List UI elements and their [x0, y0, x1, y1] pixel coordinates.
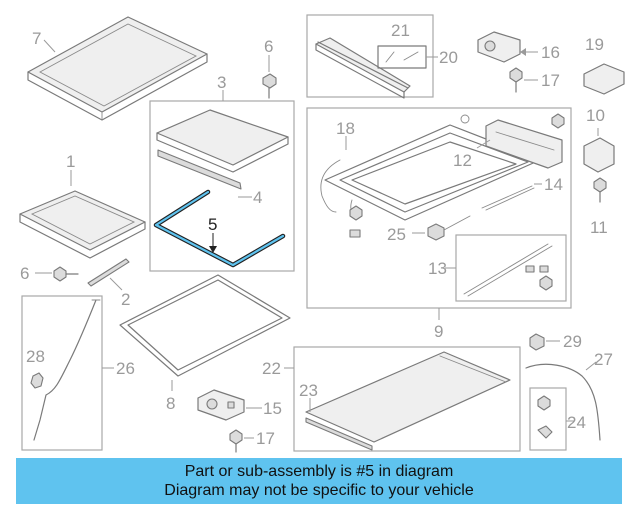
callout-28: 28 [26, 347, 45, 366]
assembly-box-26 [21, 295, 103, 451]
callout-15: 15 [263, 399, 282, 418]
callout-16: 16 [541, 43, 560, 62]
callout-18: 18 [336, 119, 355, 138]
part-27-hose [525, 363, 601, 441]
callout-13: 13 [428, 259, 447, 278]
callout-22: 22 [262, 359, 281, 378]
part-17-screw-top [509, 67, 523, 93]
banner-line-1: Part or sub-assembly is #5 in diagram [184, 463, 454, 480]
part-2-strip [87, 258, 130, 287]
callout-17-top: 17 [541, 71, 560, 90]
info-banner: Part or sub-assembly is #5 in diagram Di… [16, 458, 622, 504]
callout-1: 1 [66, 152, 75, 171]
callout-6-left: 6 [20, 264, 29, 283]
assembly-box-24 [529, 387, 567, 451]
part-11-screw [593, 177, 607, 203]
part-15-motor [197, 389, 245, 421]
part-17-screw-bottom [229, 429, 243, 453]
part-14-cable [481, 185, 533, 209]
callout-6-top: 6 [264, 37, 273, 56]
callout-20: 20 [439, 48, 458, 67]
part-6-bolt-top [262, 55, 277, 99]
part-13-kit [463, 243, 553, 297]
callout-7: 7 [32, 29, 41, 48]
callout-11: 11 [590, 218, 608, 237]
callout-24: 24 [567, 413, 586, 432]
callout-14: 14 [544, 175, 563, 194]
part-8-frame-seal [119, 274, 291, 377]
callout-26: 26 [116, 359, 135, 378]
callout-27: 27 [594, 350, 613, 369]
callout-8: 8 [166, 394, 175, 413]
part-23-strip [305, 417, 373, 451]
callout-3: 3 [217, 73, 226, 92]
callout-10: 10 [586, 106, 605, 125]
assembly-box-20 [306, 14, 434, 98]
callout-2: 2 [121, 290, 130, 309]
assembly-box-3 [149, 100, 295, 272]
part-28-clip [30, 372, 44, 389]
callout-29: 29 [563, 332, 582, 351]
assembly-box-22 [293, 346, 521, 452]
callout-25: 25 [387, 225, 406, 244]
part-5-seal-highlighted [153, 189, 286, 268]
part-19-bracket [583, 63, 625, 95]
banner-line-2: Diagram may not be specific to your vehi… [164, 482, 474, 499]
callout-9: 9 [434, 322, 443, 341]
callout-17-bottom: 17 [256, 429, 275, 448]
part-22-sunshade [305, 351, 511, 443]
part-21-kit-box [377, 45, 427, 69]
part-25-clip [427, 215, 471, 241]
callout-12: 12 [453, 151, 472, 170]
callout-21: 21 [391, 21, 410, 40]
part-7-glass-panel [27, 16, 208, 121]
assembly-box-13 [455, 234, 567, 302]
callout-19: 19 [585, 35, 604, 54]
callout-5: 5 [208, 215, 217, 234]
part-12-rail [485, 119, 563, 169]
part-29-clip [529, 333, 545, 351]
callout-4: 4 [253, 188, 262, 207]
part-6-bolt-left [35, 266, 79, 282]
part-10-bracket [583, 137, 615, 173]
part-1-panel [19, 190, 146, 259]
callout-23: 23 [299, 381, 318, 400]
part-16-motor [477, 31, 521, 63]
